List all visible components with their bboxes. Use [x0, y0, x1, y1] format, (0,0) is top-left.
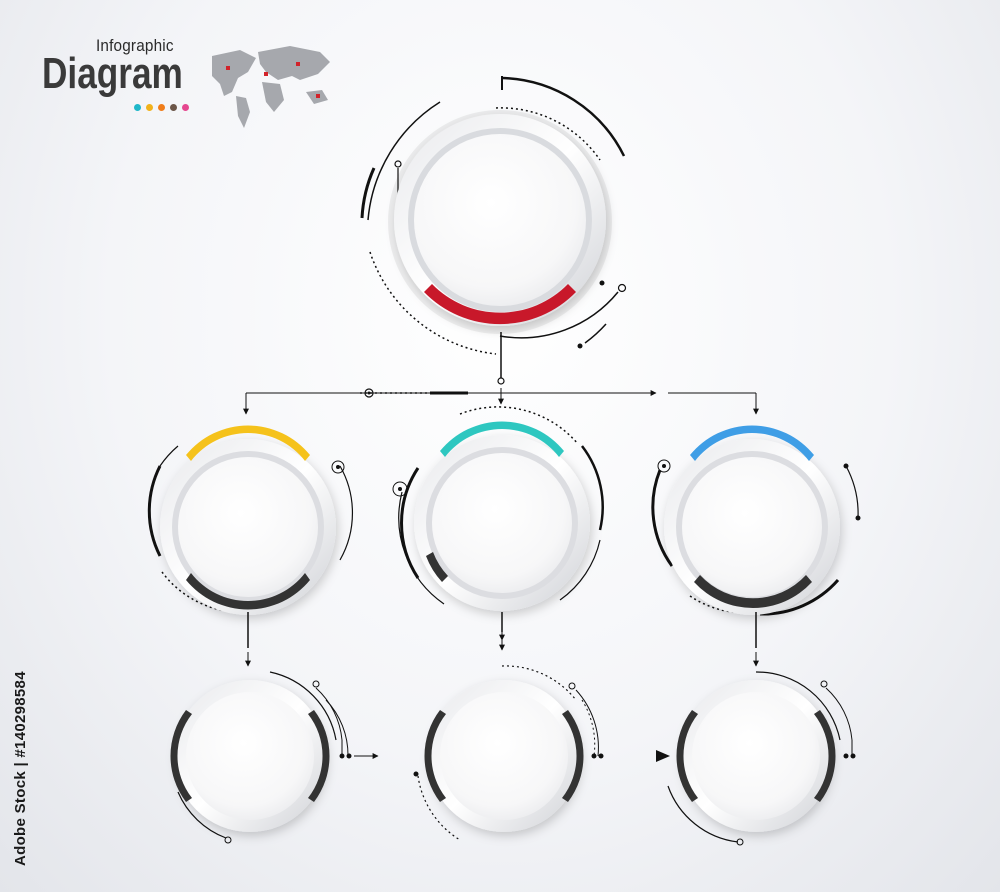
stock-id-label: Adobe Stock | #140298584 — [12, 671, 29, 866]
leaf-node-right — [656, 671, 856, 846]
page-title: Diagram — [42, 49, 183, 98]
color-dot — [170, 104, 177, 111]
node-right — [651, 425, 861, 667]
world-map-icon — [212, 46, 330, 128]
leaf-node-left — [170, 671, 379, 844]
color-dots — [134, 104, 189, 111]
leaf-node-center — [413, 665, 604, 841]
color-dot — [134, 104, 141, 111]
title-small: Infographic — [96, 36, 174, 55]
color-dot — [158, 104, 165, 111]
node-center — [392, 406, 604, 651]
node-left — [147, 425, 353, 667]
color-dot — [146, 104, 153, 111]
root-node — [360, 76, 627, 385]
play-icon — [656, 750, 670, 762]
color-dot — [182, 104, 189, 111]
connector-lines — [243, 388, 759, 415]
